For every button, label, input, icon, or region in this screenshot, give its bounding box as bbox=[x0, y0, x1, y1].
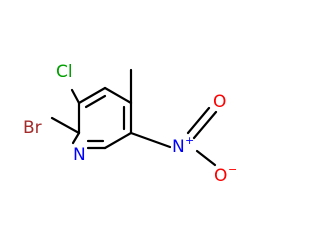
bond-n1-c2 bbox=[71, 131, 81, 145]
bond-c3-cl bbox=[70, 88, 81, 105]
nitro-nitrogen-atom-label: N bbox=[172, 137, 185, 157]
bromine-atom-label: Br bbox=[23, 118, 42, 138]
nitro-oxygen-bottom-atom-label: O bbox=[214, 166, 227, 186]
bond-nitro-o-bottom bbox=[195, 149, 217, 167]
bond-c2-c3-inner bbox=[84, 94, 107, 109]
bond-nitro-o-top-double bbox=[186, 106, 211, 135]
bond-c5-nno2 bbox=[129, 131, 172, 149]
bond-c5-c6 bbox=[103, 131, 133, 150]
ring-nitrogen-atom-label: N bbox=[73, 145, 86, 165]
bond-nitro-o-top bbox=[192, 110, 218, 140]
nitro-oxygen-bottom-charge: − bbox=[228, 163, 237, 176]
bond-c3-c4 bbox=[103, 86, 133, 105]
nitro-nitrogen-charge: + bbox=[185, 134, 194, 147]
chlorine-atom-label: Cl bbox=[56, 62, 73, 82]
nitro-oxygen-top-atom-label: O bbox=[213, 92, 226, 112]
bond-c3-c2-top bbox=[77, 86, 107, 105]
molecule-structure-diagram: Cl Br N N + O O − bbox=[23, 62, 237, 186]
bond-c2-br bbox=[50, 116, 81, 135]
